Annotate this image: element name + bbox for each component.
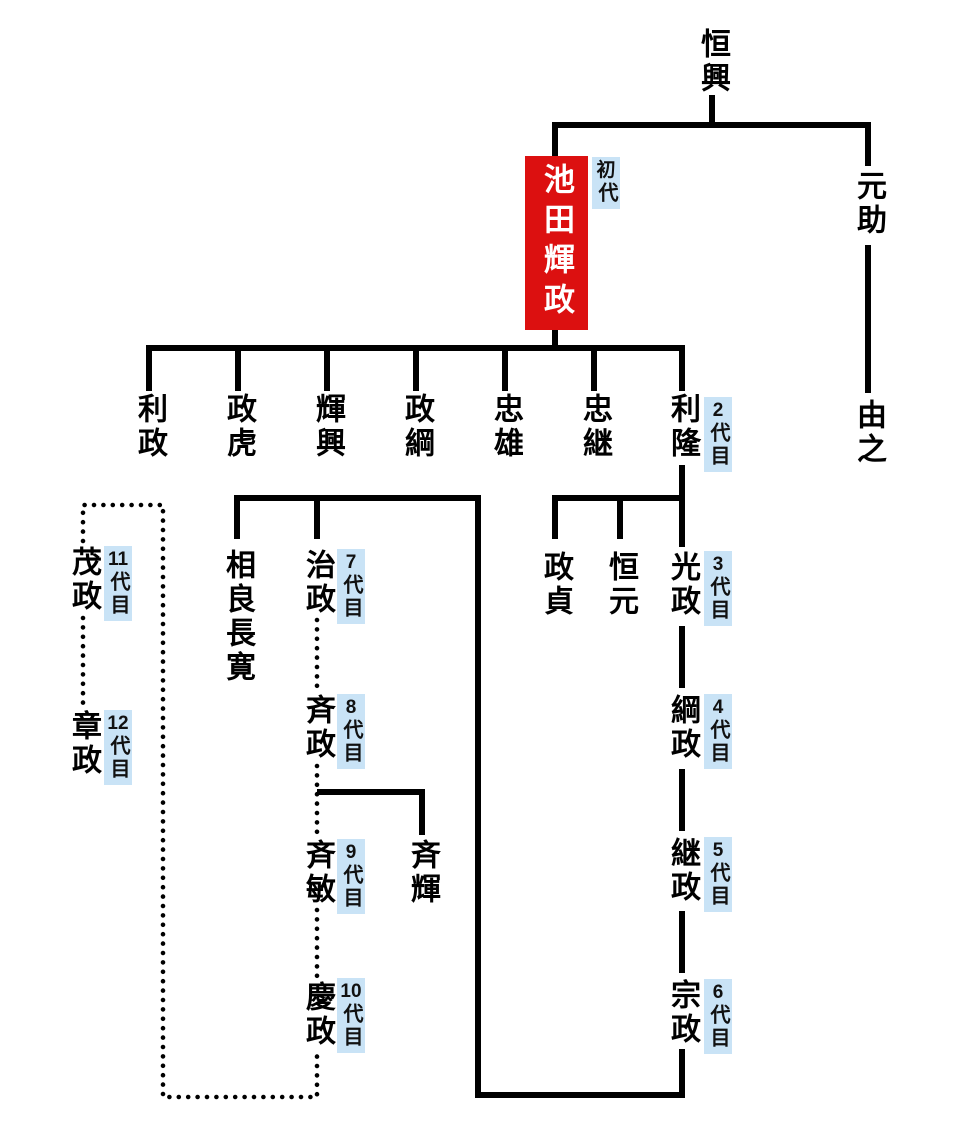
node-naritoshi: 斉敏 [301, 839, 334, 907]
node-tsuneoki: 恒興 [696, 28, 729, 96]
badge-harumasa-7th: 7 代目 [337, 549, 365, 624]
badge-terumasa-shodai: 初 代 [592, 157, 620, 209]
badge-naritoshi-9th: 9 代目 [337, 839, 365, 914]
badge-suffix: 代目 [340, 719, 362, 765]
badge-tsunamasa-4th: 4 代目 [704, 694, 732, 769]
node-yoshimasa: 慶政 [301, 981, 334, 1049]
node-masasada: 政貞 [539, 551, 572, 619]
badge-num: 4 [712, 697, 724, 718]
badge-suffix: 代目 [707, 576, 729, 622]
node-tsunemoto: 恒元 [604, 551, 637, 619]
badge-suffix: 代目 [107, 735, 129, 781]
edge-narimasa-nariteru-branch [317, 789, 425, 835]
badge-yoshimasa-10th: 10 代目 [337, 978, 365, 1053]
node-tsunamasa: 綱政 [666, 694, 699, 762]
node-shigemasa: 茂政 [67, 546, 100, 614]
badge-mitsumasa-3rd: 3 代目 [704, 551, 732, 626]
node-toshimasa: 利政 [133, 393, 166, 461]
node-tadao: 忠雄 [489, 393, 522, 461]
node-masatsuna: 政綱 [400, 393, 433, 461]
badge-num: 初 [596, 160, 616, 181]
badge-num: 3 [712, 554, 724, 575]
node-narimasa: 斉政 [301, 694, 334, 762]
badge-suffix: 代目 [707, 862, 729, 908]
node-toshitaka: 利隆 [666, 393, 699, 461]
badge-num: 5 [712, 840, 724, 861]
badge-num: 9 [345, 842, 357, 863]
node-terumasa-highlight-box: 池田輝政 [525, 156, 588, 330]
node-yoshiyuki: 由之 [852, 399, 885, 467]
badge-suffix: 代目 [340, 864, 362, 910]
badge-num: 8 [345, 697, 357, 718]
badge-shigemasa-11th: 11 代目 [104, 546, 132, 621]
node-tadatsugu: 忠継 [578, 393, 611, 461]
node-mitsumasa: 光政 [666, 551, 699, 619]
node-munemasa: 宗政 [666, 979, 699, 1047]
node-motosuke: 元助 [852, 170, 885, 238]
badge-suffix: 代目 [107, 571, 129, 617]
node-akimasa: 章政 [67, 710, 100, 778]
edge-tsuneoki-children-bracket [552, 122, 871, 166]
node-sagara-nagahiro: 相良長寛 [221, 549, 254, 685]
badge-suffix: 代 [595, 182, 617, 205]
badge-munemasa-6th: 6 代目 [704, 979, 732, 1054]
edge-munemasa-succession-loop [234, 495, 685, 1098]
badge-num: 10 [340, 981, 362, 1002]
dotted-yoshimasa-shigemasa-loop [80, 502, 320, 1100]
badge-suffix: 代目 [707, 719, 729, 765]
badge-num: 11 [107, 549, 129, 570]
node-tsugumasa: 継政 [666, 837, 699, 905]
badge-akimasa-12th: 12 代目 [104, 710, 132, 785]
node-masatora: 政虎 [222, 393, 255, 461]
node-harumasa: 治政 [301, 549, 334, 617]
badge-suffix: 代目 [340, 1003, 362, 1049]
badge-suffix: 代目 [707, 422, 729, 468]
badge-num: 7 [345, 552, 357, 573]
badge-suffix: 代目 [340, 574, 362, 620]
node-terumasa-name: 池田輝政 [539, 163, 574, 323]
badge-num: 2 [712, 400, 724, 421]
edge-toshitaka-children-bracket [552, 495, 682, 539]
badge-tsugumasa-5th: 5 代目 [704, 837, 732, 912]
badge-toshitaka-2nd: 2 代目 [704, 397, 732, 472]
badge-num: 6 [712, 982, 724, 1003]
badge-narimasa-8th: 8 代目 [337, 694, 365, 769]
node-teruoki: 輝興 [311, 393, 344, 461]
badge-suffix: 代目 [707, 1004, 729, 1050]
badge-num: 12 [107, 713, 129, 734]
node-nariteru: 斉輝 [406, 839, 439, 907]
